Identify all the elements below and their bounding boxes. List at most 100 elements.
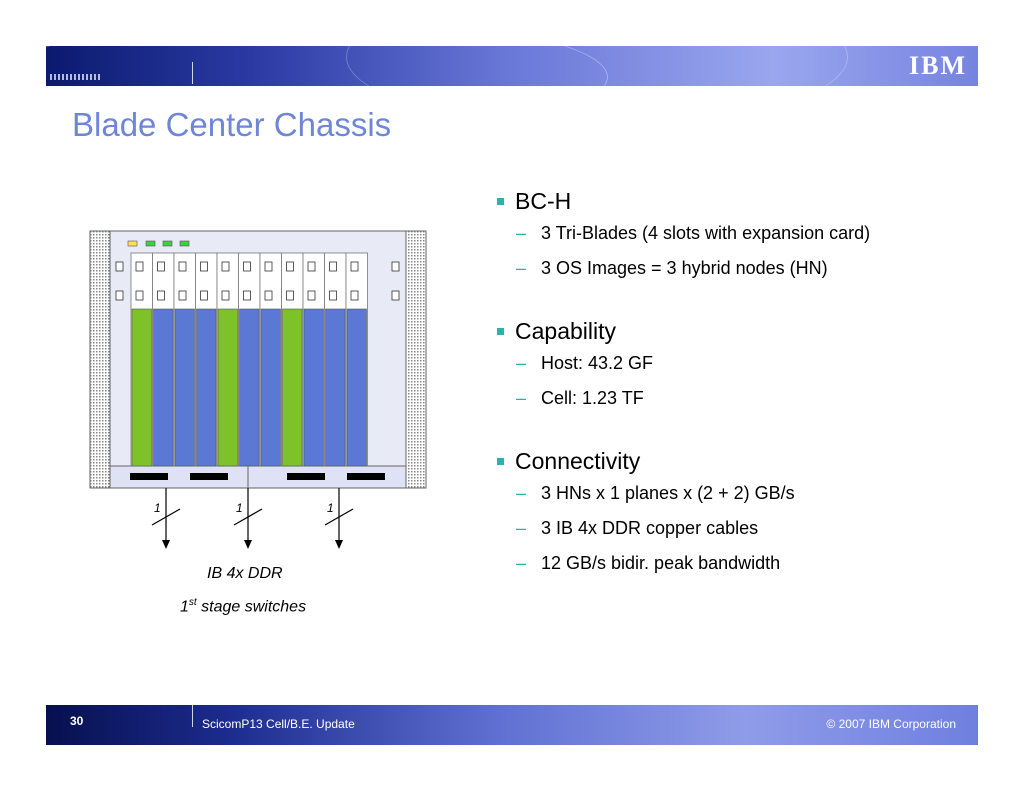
sub-item-text: Cell: 1.23 TF: [541, 388, 644, 408]
blade-port-icon: [221, 290, 230, 301]
chassis-left-rail: [89, 230, 111, 489]
sub-item: –Host: 43.2 GF: [494, 346, 974, 381]
blade-port-icon: [329, 290, 337, 301]
blade-port-icon: [307, 290, 316, 301]
blade-green: [217, 308, 238, 467]
header-divider: [192, 62, 193, 84]
dash-icon: –: [516, 388, 527, 408]
chassis-port-icon: [115, 290, 124, 301]
blade-slot: [173, 252, 196, 467]
switch-connector: [130, 473, 168, 480]
bullet-square-icon: [497, 457, 504, 465]
arrow-down-icon: [335, 540, 343, 549]
blade-blue: [303, 308, 324, 467]
ibm-logo: IBM: [909, 51, 967, 80]
blade-port-icon: [157, 290, 165, 301]
bullet-list: BC-H –3 Tri-Blades (4 slots with expansi…: [494, 186, 974, 581]
blade-port-icon: [200, 261, 208, 272]
footer-banner: 30 ScicomP13 Cell/B.E. Update © 2007 IBM…: [46, 705, 978, 745]
blade-port-icon: [264, 290, 273, 301]
chassis-port-icon: [115, 261, 124, 272]
sub-item-text: 3 Tri-Blades (4 slots with expansion car…: [541, 223, 871, 243]
dash-icon: –: [516, 258, 527, 278]
blade-slot: [324, 252, 347, 467]
blade-port-icon: [329, 261, 337, 272]
section-heading: Connectivity: [494, 446, 974, 476]
dash-icon: –: [516, 483, 527, 503]
section-capability: Capability –Host: 43.2 GF –Cell: 1.23 TF: [494, 316, 974, 416]
sub-item-text: 3 HNs x 1 planes x (2 + 2) GB/s: [541, 483, 795, 503]
status-led: [127, 240, 138, 247]
blade-slot: [216, 252, 239, 467]
blade-port-icon: [286, 290, 294, 301]
section-heading: BC-H: [494, 186, 974, 216]
blade-blue: [346, 308, 367, 467]
blade-slot: [195, 252, 218, 467]
header-banner: IBM: [46, 46, 978, 86]
cable-label: 1: [154, 501, 161, 515]
blade-green: [282, 308, 303, 467]
blade-slot: [152, 252, 175, 467]
cable-slash: [233, 508, 263, 526]
sub-item-text: Host: 43.2 GF: [541, 353, 654, 373]
cable-slash: [324, 508, 354, 526]
status-led: [162, 240, 173, 247]
sub-item: –Cell: 1.23 TF: [494, 381, 974, 416]
caption-rest: stage switches: [196, 598, 307, 616]
dash-icon: –: [516, 353, 527, 373]
sub-item: –3 HNs x 1 planes x (2 + 2) GB/s: [494, 476, 974, 511]
slide-title: Blade Center Chassis: [72, 106, 392, 143]
blade-blue: [196, 308, 217, 467]
section-heading-text: Capability: [515, 317, 616, 344]
cable-label: 1: [236, 501, 243, 515]
presentation-name: ScicomP13 Cell/B.E. Update: [202, 717, 355, 731]
blade-port-icon: [178, 290, 187, 301]
chassis-port-icon: [391, 290, 400, 301]
dash-icon: –: [516, 553, 527, 573]
blade-port-icon: [243, 261, 251, 272]
header-swoosh: [346, 46, 848, 86]
caption-sup: st: [188, 597, 197, 608]
status-led: [179, 240, 190, 247]
section-bch: BC-H –3 Tri-Blades (4 slots with expansi…: [494, 186, 974, 286]
section-heading: Capability: [494, 316, 974, 346]
chassis-bottom-panel: [109, 465, 407, 489]
section-connectivity: Connectivity –3 HNs x 1 planes x (2 + 2)…: [494, 446, 974, 581]
blade-blue: [239, 308, 260, 467]
arrow-down-icon: [162, 540, 170, 549]
switch-connector: [347, 473, 385, 480]
bullet-square-icon: [497, 197, 504, 205]
blade-port-icon: [135, 261, 144, 272]
blade-port-icon: [178, 261, 187, 272]
blade-port-icon: [350, 290, 359, 301]
blade-port-icon: [243, 290, 251, 301]
sub-item-text: 3 IB 4x DDR copper cables: [541, 518, 759, 538]
footer-divider: [192, 705, 193, 727]
blade-slot: [302, 252, 325, 467]
blade-port-icon: [350, 261, 359, 272]
blade-blue: [325, 308, 346, 467]
blade-port-icon: [286, 261, 294, 272]
copyright: © 2007 IBM Corporation: [826, 717, 956, 731]
blade-slot: [345, 252, 368, 467]
blade-green: [131, 308, 152, 467]
switch-connector: [287, 473, 325, 480]
sub-item: –3 IB 4x DDR copper cables: [494, 511, 974, 546]
section-heading-text: BC-H: [515, 187, 572, 214]
sub-item: –12 GB/s bidir. peak bandwidth: [494, 546, 974, 581]
sub-item-text: 12 GB/s bidir. peak bandwidth: [541, 553, 781, 573]
blade-blue: [260, 308, 281, 467]
cable-slash: [151, 508, 181, 526]
blade-slot: [259, 252, 282, 467]
blade-port-icon: [221, 261, 230, 272]
blade-slot: [281, 252, 304, 467]
chassis-port-icon: [391, 261, 400, 272]
chassis-right-rail: [405, 230, 427, 489]
caption-num: 1: [180, 598, 189, 616]
caption-line-2: 1st stage switches: [180, 597, 306, 616]
blade-blue: [153, 308, 174, 467]
arrow-down-icon: [244, 540, 252, 549]
dash-icon: –: [516, 223, 527, 243]
sub-item: –3 Tri-Blades (4 slots with expansion ca…: [494, 216, 974, 251]
